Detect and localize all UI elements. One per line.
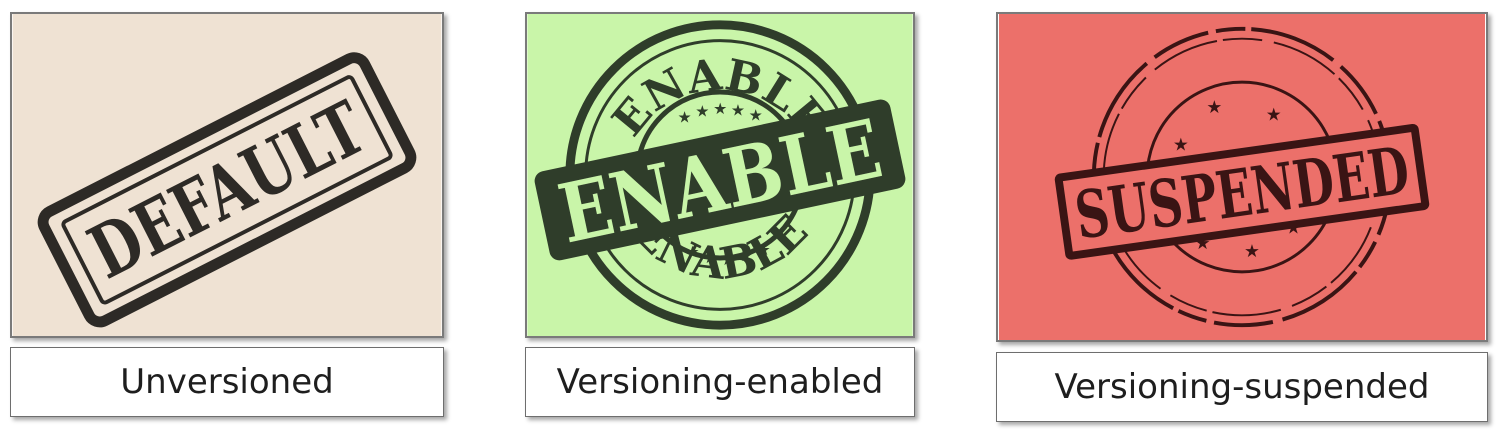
- svg-text:★: ★: [695, 102, 709, 121]
- svg-text:★: ★: [678, 108, 692, 127]
- svg-text:★: ★: [1244, 241, 1260, 262]
- suspended-stamp-graphic: ★★★ ★★★ SUSPENDED: [998, 14, 1486, 340]
- default-stamp-image: DEFAULT: [10, 12, 444, 338]
- star-row-top: ★★★★★: [678, 99, 763, 127]
- svg-text:★: ★: [685, 242, 699, 261]
- suspended-stamp-image: ★★★ ★★★ SUSPENDED: [996, 12, 1488, 342]
- enable-stamp-graphic: ENABLE ENABLE ★★★★★ ★★★★★ ENABLE: [527, 14, 913, 336]
- svg-text:★: ★: [1206, 97, 1222, 118]
- star-row-bottom: ★★★★★: [685, 240, 770, 269]
- versioning-enabled-caption: Versioning-enabled: [525, 347, 915, 417]
- unversioned-caption: Unversioned: [10, 347, 444, 417]
- svg-text:★: ★: [713, 99, 727, 118]
- versioning-enabled-caption-text: Versioning-enabled: [556, 362, 884, 402]
- svg-text:★: ★: [703, 248, 717, 267]
- versioning-suspended-caption: Versioning-suspended: [996, 352, 1488, 422]
- svg-text:★: ★: [731, 101, 745, 120]
- svg-text:★: ★: [721, 250, 735, 269]
- enable-stamp-image: ENABLE ENABLE ★★★★★ ★★★★★ ENABLE: [525, 12, 915, 338]
- unversioned-caption-text: Unversioned: [120, 362, 334, 402]
- svg-text:★: ★: [1173, 134, 1189, 155]
- svg-text:★: ★: [749, 106, 763, 125]
- svg-text:★: ★: [757, 240, 771, 259]
- svg-text:★: ★: [1266, 105, 1282, 126]
- versioning-suspended-caption-text: Versioning-suspended: [1054, 367, 1430, 407]
- svg-text:★: ★: [739, 246, 753, 265]
- default-stamp-graphic: DEFAULT: [12, 14, 442, 336]
